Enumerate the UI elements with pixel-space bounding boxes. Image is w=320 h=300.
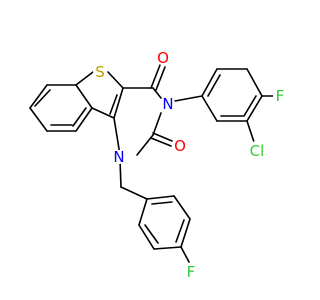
bond xyxy=(75,107,93,132)
bond xyxy=(113,117,121,156)
oxygen-top-label: O xyxy=(157,49,169,67)
atom-oxygen-top: O xyxy=(156,49,170,67)
bond xyxy=(107,71,124,89)
bond xyxy=(113,87,124,119)
bond xyxy=(246,120,255,143)
bond xyxy=(173,195,191,220)
atom-oxygen-right: O xyxy=(173,137,187,155)
bond xyxy=(246,95,263,122)
bond xyxy=(75,84,93,109)
bond xyxy=(151,201,173,205)
bond xyxy=(109,94,118,115)
molecule-svg: S O N O N F Cl xyxy=(29,49,287,281)
bond xyxy=(152,132,173,142)
atom-labels: S O N O N F Cl xyxy=(93,49,287,281)
fluorine-benzyl-label: F xyxy=(187,263,196,281)
bond xyxy=(138,224,155,250)
bond xyxy=(75,71,94,86)
bond xyxy=(152,112,162,136)
bond xyxy=(138,198,148,226)
atom-chlorine: Cl xyxy=(247,141,267,161)
bond xyxy=(91,107,115,119)
bond xyxy=(243,95,257,117)
atom-sulfur: S xyxy=(93,63,107,81)
bond xyxy=(155,66,166,91)
bond xyxy=(150,137,172,147)
bond xyxy=(152,87,162,99)
bond xyxy=(120,186,148,200)
bond xyxy=(207,74,221,97)
chlorine-label: Cl xyxy=(250,142,265,160)
bond xyxy=(150,64,161,89)
bond xyxy=(175,219,185,243)
bond xyxy=(29,84,48,109)
bond xyxy=(246,68,263,97)
atom-nitrogen-3: N xyxy=(161,95,175,113)
bond xyxy=(180,246,190,263)
bond xyxy=(34,89,51,107)
bond xyxy=(119,159,122,188)
bond xyxy=(146,195,175,200)
nitrogen-3-label: N xyxy=(162,95,173,113)
bond xyxy=(72,107,87,127)
bond xyxy=(144,224,159,244)
sulfur-label: S xyxy=(95,63,105,81)
bonds xyxy=(29,64,274,263)
bond xyxy=(180,218,191,248)
nitrogen-1-label: N xyxy=(113,148,124,166)
atom-fluorine-aryl: F xyxy=(273,87,287,105)
bond xyxy=(29,107,48,132)
bond xyxy=(153,246,182,250)
bond xyxy=(201,95,218,122)
atom-fluorine-benzyl: F xyxy=(184,263,198,281)
atom-nitrogen-1: N xyxy=(112,148,126,166)
fluorine-aryl-label: F xyxy=(276,87,285,105)
bond xyxy=(174,95,203,102)
bond xyxy=(201,68,218,97)
molecule-structure-drawing: S O N O N F Cl xyxy=(29,49,287,281)
oxygen-right-label: O xyxy=(174,137,186,155)
